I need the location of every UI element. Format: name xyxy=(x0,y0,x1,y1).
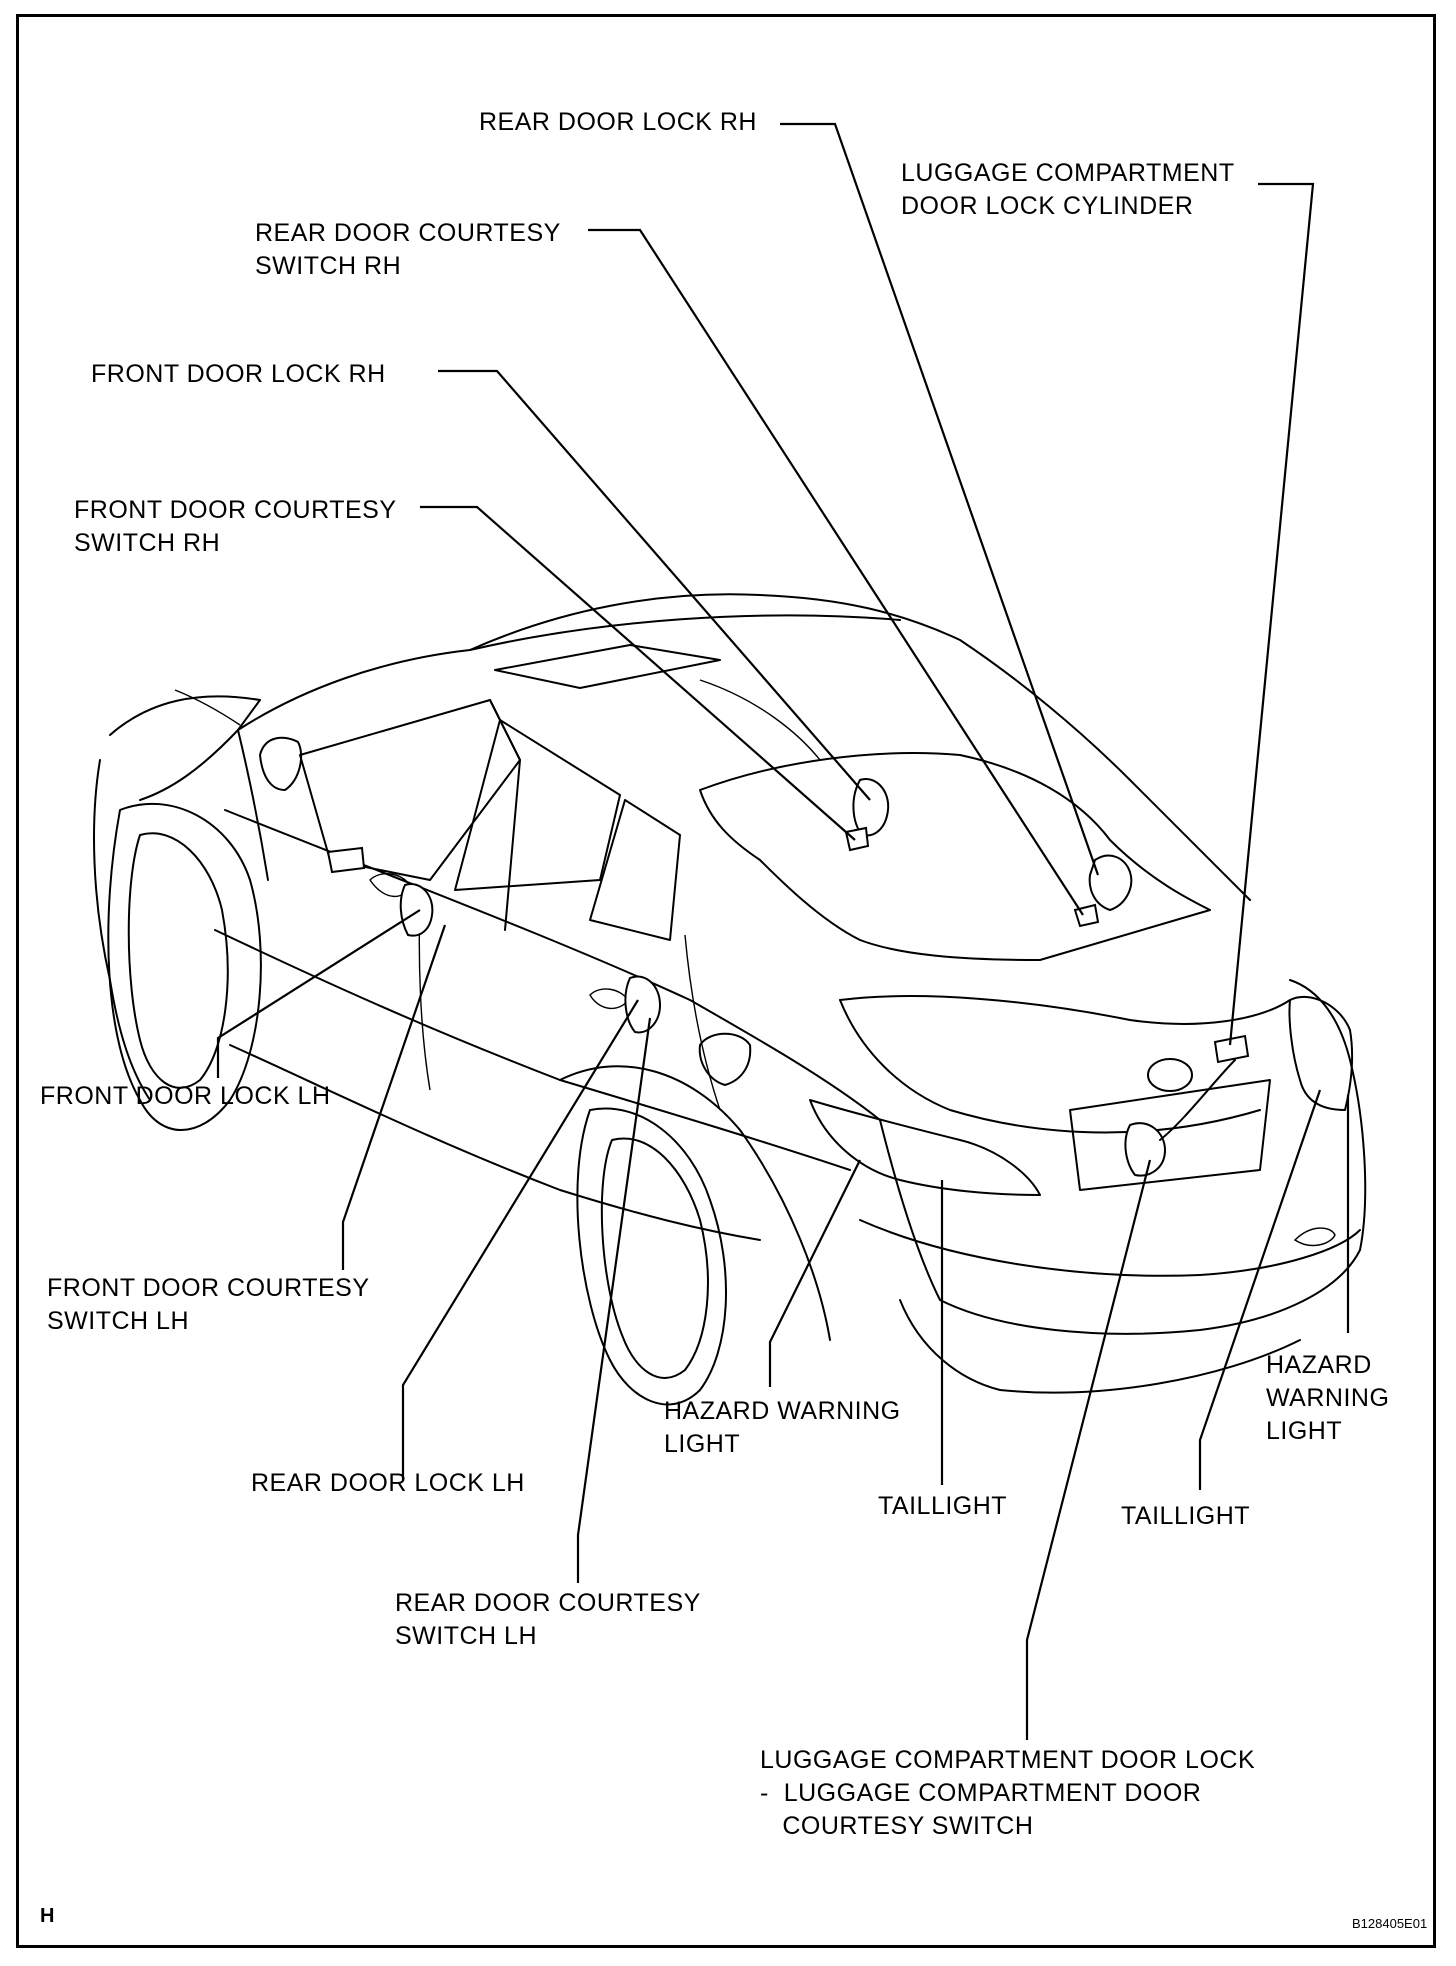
luggage-door-lock-part xyxy=(1124,1122,1167,1177)
diagram-frame xyxy=(16,14,1436,1948)
leader-luggage-door-lock xyxy=(1025,1159,1152,1740)
leader-taillight-right xyxy=(1198,1089,1322,1490)
figure-id: B128405E01 xyxy=(1352,1916,1428,1931)
corner-code: H xyxy=(40,1905,55,1927)
front-door-lock-rh-part xyxy=(852,778,890,837)
leader-rear-door-courtesy-lh xyxy=(576,1017,652,1583)
label-luggage-door-lock: LUGGAGE COMPARTMENT DOOR LOCK- LUGGAGE C… xyxy=(760,1746,1256,1840)
leader-front-door-courtesy-rh xyxy=(420,505,856,841)
rear-door-lock-lh-part xyxy=(624,975,662,1034)
front-door-lock-lh-part xyxy=(399,883,434,937)
label-front-door-lock-lh: FRONT DOOR LOCK LH xyxy=(40,1082,331,1110)
leader-luggage-lock-cylinder xyxy=(1228,182,1315,1046)
label-front-door-lock-rh: FRONT DOOR LOCK RH xyxy=(91,360,386,388)
leader-front-door-lock-lh xyxy=(216,909,421,1078)
leader-rear-door-courtesy-rh xyxy=(588,228,1084,916)
leader-front-door-lock-rh xyxy=(438,369,871,801)
label-rear-door-lock-lh: REAR DOOR LOCK LH xyxy=(251,1469,525,1497)
leader-hazard-warning-light-left xyxy=(768,1159,861,1387)
label-taillight-left: TAILLIGHT xyxy=(878,1492,1008,1520)
label-taillight-right: TAILLIGHT xyxy=(1121,1502,1251,1530)
rear-door-lock-rh-part xyxy=(1088,854,1133,912)
label-rear-door-lock-rh: REAR DOOR LOCK RH xyxy=(479,108,757,136)
leader-lines xyxy=(216,122,1350,1740)
leader-rear-door-lock-rh xyxy=(780,122,1100,876)
luggage-lock-cylinder-part xyxy=(1213,1034,1250,1064)
front-door-courtesy-switch-rh-part xyxy=(844,826,870,852)
leader-rear-door-lock-lh xyxy=(401,999,639,1480)
front-door-courtesy-switch-lh-part xyxy=(326,846,366,874)
leader-front-door-courtesy-lh xyxy=(341,924,447,1270)
